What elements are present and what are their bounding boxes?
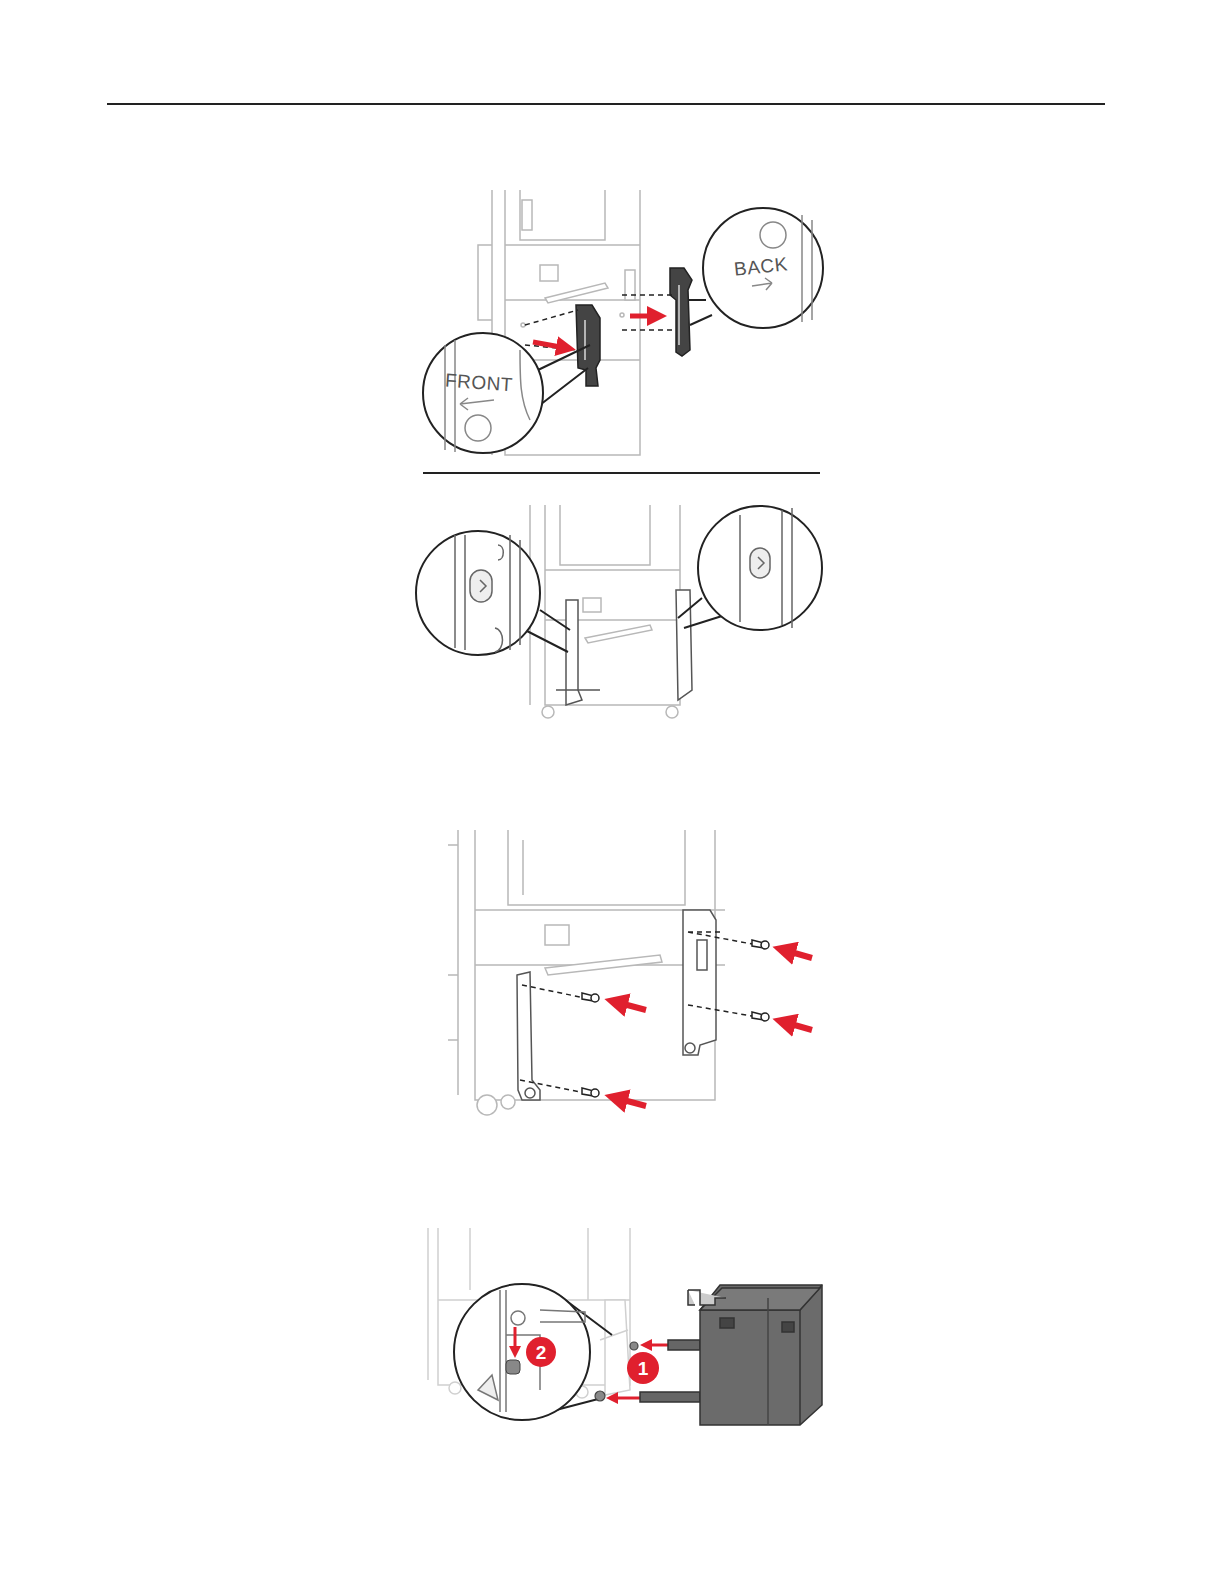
callout-number: 2: [536, 1343, 547, 1362]
embossed-label: FRONT: [444, 370, 513, 394]
callout-circle: [526, 1337, 556, 1367]
embossed-label: BACK: [733, 254, 788, 279]
callout-circle: [627, 1352, 659, 1384]
callout-number: 1: [638, 1359, 649, 1378]
